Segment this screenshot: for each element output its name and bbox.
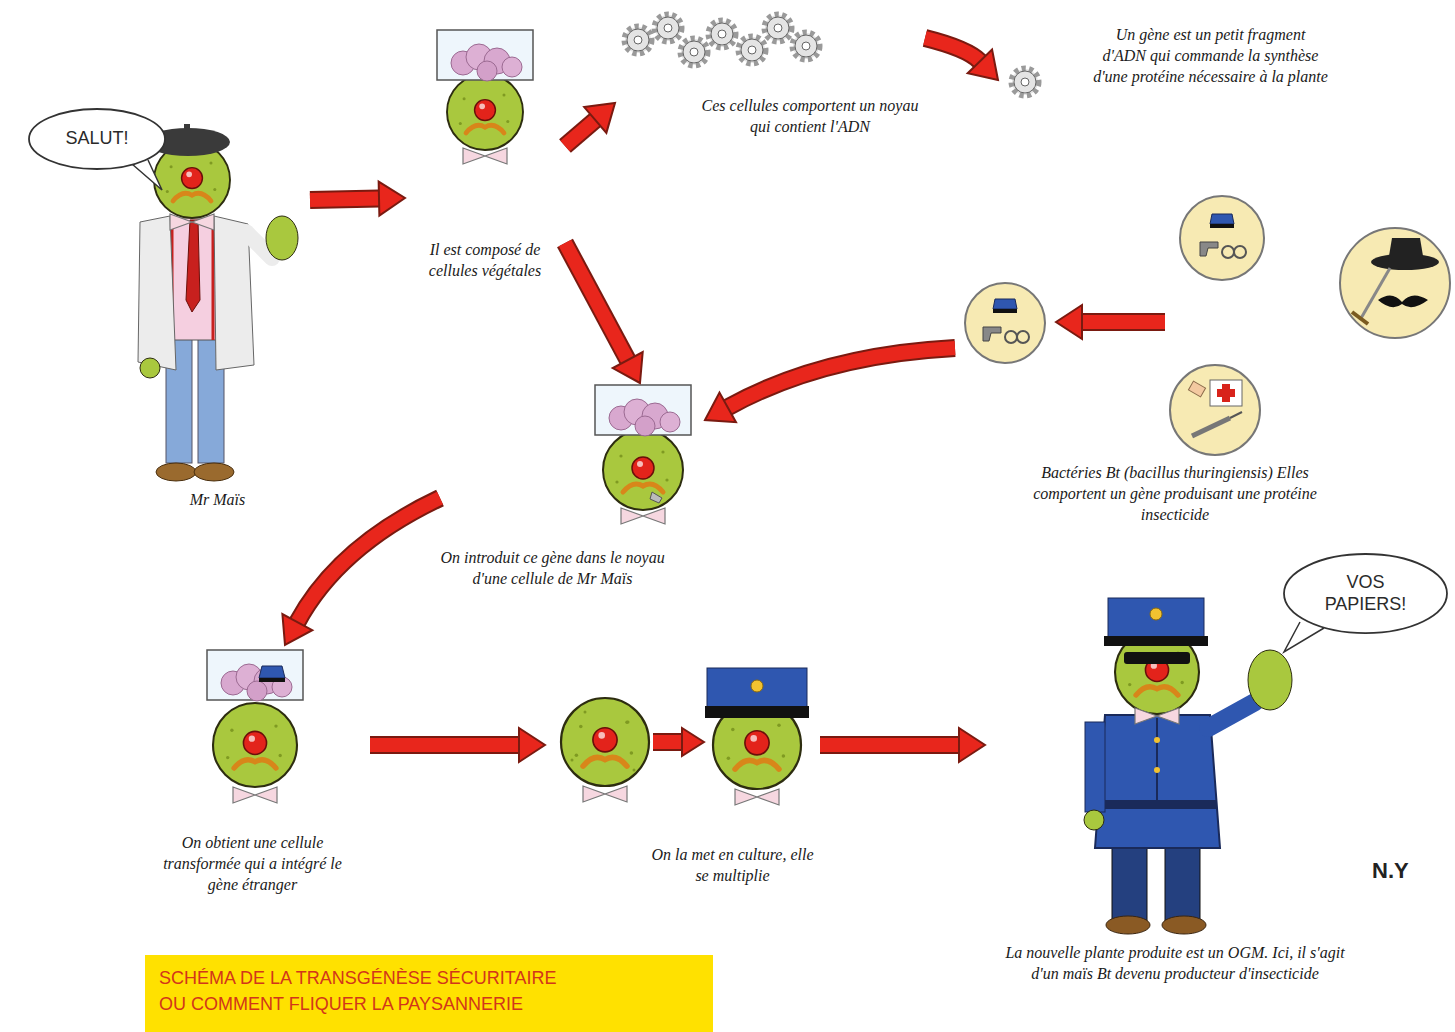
picture-space <box>440 383 665 548</box>
picture-space <box>1025 188 1325 463</box>
speech-bubble: SALUT! <box>28 108 166 170</box>
step-caption: On la met en culture, elle se multiplie <box>645 845 820 887</box>
arrow-shaft <box>310 199 379 200</box>
red-arrow <box>310 182 405 216</box>
step-caption: Il est composé de cellules végétales <box>405 240 565 282</box>
arrow-head <box>705 393 736 423</box>
arrow-outline <box>925 38 980 61</box>
arrow-head <box>282 614 312 645</box>
arrow-outline <box>728 348 955 407</box>
illustrated-step: On la met en culture, elle se multiplie <box>545 660 820 887</box>
illustrated-step: On obtient une cellule transformée qui a… <box>135 645 370 895</box>
arrow-shaft <box>297 498 440 622</box>
arrow-shaft <box>565 243 628 360</box>
arrow-outline <box>310 199 379 200</box>
arrow-shaft <box>820 738 959 752</box>
arrow-head <box>613 352 643 383</box>
arrow-outline <box>565 243 628 360</box>
step-caption: Un gène est un petit fragment d'ADN qui … <box>1093 25 1328 87</box>
illustrated-step: Bactéries Bt (bacillus thuringiensis) El… <box>955 188 1452 525</box>
step-caption: Ces cellules comportent un noyau qui con… <box>695 96 925 138</box>
arrow-head <box>968 50 998 80</box>
picture-space <box>160 645 345 833</box>
picture-space <box>645 660 820 845</box>
caption-text: SCHÉMA DE LA TRANSGÉNÈSE SÉCURITAIRE OU … <box>159 965 574 1017</box>
picture-space <box>995 588 1355 943</box>
red-arrow <box>705 348 955 422</box>
arrow-head <box>379 182 405 216</box>
bubble-ellipse <box>29 109 165 169</box>
arrow-shaft <box>370 738 519 752</box>
arrow-shaft <box>565 120 595 146</box>
illustrated-step: La nouvelle plante produite est un OGM. … <box>985 588 1365 985</box>
step-caption: Mr Maïs <box>125 490 310 511</box>
arrow-head <box>584 103 615 133</box>
arrow-outline <box>370 736 519 754</box>
arrow-outline <box>297 498 440 622</box>
arrow-head <box>519 728 545 762</box>
illustrated-step: Un gène est un petit fragment d'ADN qui … <box>998 25 1333 87</box>
picture-space <box>405 28 565 240</box>
picture-space <box>125 115 310 490</box>
illustrated-step: Ces cellules comportent un noyau qui con… <box>615 8 925 138</box>
picture-space <box>695 8 925 96</box>
step-caption: On obtient une cellule transformée qui a… <box>160 833 345 895</box>
arrow-shaft <box>925 38 980 61</box>
bubble-ellipse <box>1284 554 1447 633</box>
caption-band: SCHÉMA DE LA TRANSGÉNÈSE SÉCURITAIRE OU … <box>145 955 713 1032</box>
arrow-outline <box>820 736 959 754</box>
speech-text: VOS PAPIERS! <box>1316 572 1416 615</box>
illustrated-step: Il est composé de cellules végétales <box>405 28 565 282</box>
signature: N.Y <box>1372 858 1409 884</box>
arrow-head <box>959 728 985 762</box>
red-arrow <box>370 728 545 762</box>
arrow-shaft <box>728 348 955 407</box>
step-caption: On introduit ce gène dans le noyau d'une… <box>440 548 665 590</box>
illustrated-step: On introduit ce gène dans le noyau d'une… <box>440 383 705 590</box>
illustrated-step: Mr Maïs <box>125 115 310 511</box>
red-arrow <box>820 728 985 762</box>
red-arrow <box>925 38 998 80</box>
step-caption: La nouvelle plante produite est un OGM. … <box>995 943 1355 985</box>
red-arrow <box>282 498 440 645</box>
speech-text: SALUT! <box>37 128 157 150</box>
speech-bubble: VOS PAPIERS! <box>1283 553 1448 634</box>
step-caption: Bactéries Bt (bacillus thuringiensis) El… <box>1025 463 1325 525</box>
arrow-outline <box>565 120 595 146</box>
red-arrow <box>565 103 615 146</box>
red-arrow <box>565 243 643 383</box>
